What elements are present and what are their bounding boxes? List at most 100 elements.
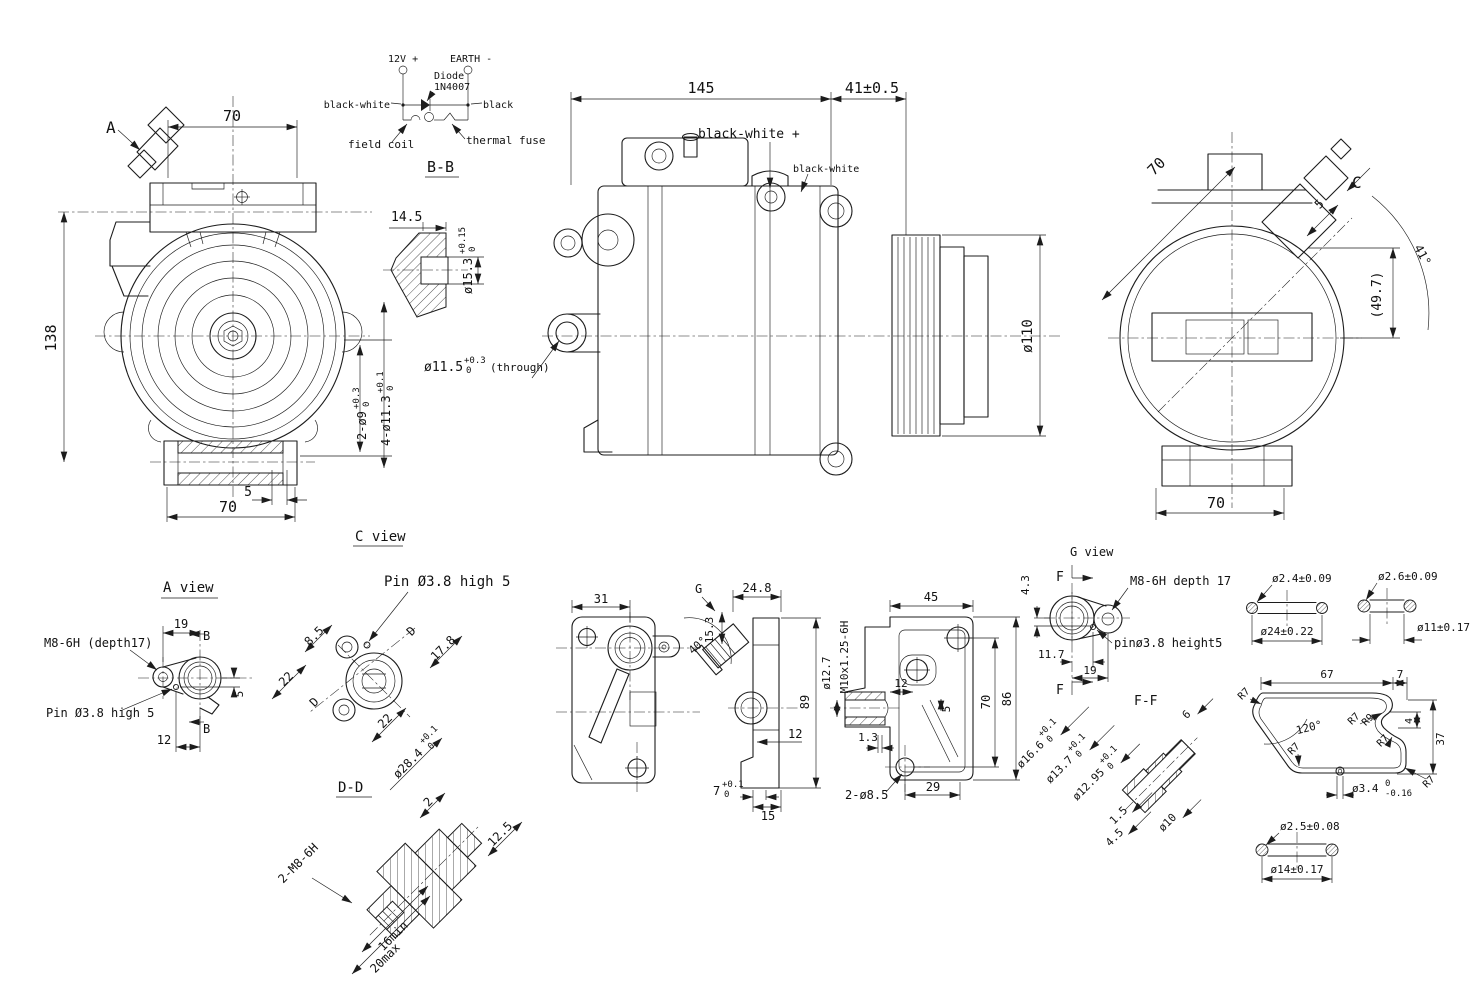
dim-gside-7-tol-lower: 0 — [724, 790, 729, 800]
dim-gside-15: 15 — [761, 809, 775, 823]
dim-front-holes-4: 4-ø11.3 — [379, 395, 393, 446]
mounting-plate-view: 45 ø12.7 M10x1.25-6H 12 5 1.3 70 86 29 2… — [820, 575, 1090, 802]
dim-gside-248: 24.8 — [743, 581, 772, 595]
side-view: 145 41±0.5 black-white + black-white ø11… — [424, 79, 1060, 476]
dim-gasket-4: 4 — [1404, 718, 1415, 724]
oring2-cross-section-label: ø2.6±0.09 — [1378, 570, 1438, 583]
dim-gview-117: 11.7 — [1038, 648, 1065, 661]
dim-gview-19: 19 — [1083, 664, 1096, 677]
dim-gside-7-tol-upper: +0.1 — [722, 780, 744, 790]
dim-rear-width-bottom: 70 — [1207, 494, 1225, 512]
terminal-black-white-plus-label: black-white + — [698, 127, 800, 142]
dim-front-holes-2: 2-ø9 — [355, 411, 369, 440]
section-ff-title: F-F — [1134, 694, 1158, 709]
g-view-detail: G view F F M8-6H depth 17 pinø3.8 height… — [1038, 545, 1231, 698]
dim-ff-166-tol-lower: 0 — [1045, 734, 1056, 745]
backplate-view: 31 — [556, 592, 700, 794]
aview-pin-label: Pin Ø3.8 high 5 — [46, 706, 154, 720]
view-arrow-c-label: C — [1352, 173, 1362, 192]
c-view-label: C view — [355, 529, 406, 545]
terminal-12v-label: 12V + — [388, 54, 418, 65]
dim-side-length: 145 — [687, 79, 714, 97]
dim-front-height: 138 — [42, 324, 60, 351]
circuit-diagram: 12V + EARTH - Diode 1N4007 black-white b… — [324, 54, 545, 178]
dim-pulley-diameter: ø110 — [1020, 319, 1036, 353]
dim-backplate-31: 31 — [594, 592, 608, 606]
dim-gside-89: 89 — [798, 695, 812, 709]
o-ring-11-detail: ø2.6±0.09 ø11±0.17 — [1352, 570, 1470, 644]
oring3-cross-section-label: ø2.5±0.08 — [1280, 820, 1340, 833]
pin-detail-title: Pin Ø3.8 high 5 — [384, 574, 510, 590]
dim-through-hole-tol-upper: +0.3 — [464, 356, 486, 366]
diode-label-2: 1N4007 — [434, 82, 470, 93]
dim-plate-5: 5 — [940, 706, 953, 713]
gview-m8-label: M8-6H depth 17 — [1130, 574, 1231, 588]
plate-holes-label: 2-ø8.5 — [845, 788, 888, 802]
dim-gside-7: 7 — [713, 784, 720, 798]
dim-side-pulley-offset: 41±0.5 — [845, 79, 899, 97]
g-view-title: G view — [1070, 545, 1114, 559]
section-f-mark-bottom: F — [1056, 683, 1064, 698]
oring1-diameter-label: ø24±0.22 — [1261, 625, 1314, 638]
dim-aview-19: 19 — [174, 617, 188, 631]
dim-front-holes-2-tol-lower: 0 — [362, 402, 372, 407]
front-view: A 70 138 2-ø9 +0.3 0 4-ø11.3 +0.1 0 5 70… — [42, 96, 406, 547]
dim-gasket-angle-120: 120° — [1295, 718, 1324, 737]
dim-bb-bore: ø15.3 — [461, 258, 475, 294]
field-coil-label: field coil — [348, 138, 414, 151]
oring2-diameter-label: ø11±0.17 — [1417, 621, 1470, 634]
section-f-mark-top: F — [1056, 570, 1064, 585]
gasket-detail: 67 7 R7 120° R7 R7 R9 R7 4 37 R7 ø3.4 0 … — [1236, 668, 1447, 799]
dim-bb-bore-tol-upper: +0.15 — [458, 227, 468, 254]
section-bb-title: B-B — [427, 158, 454, 176]
dim-gside-153: 15.3 — [703, 617, 716, 644]
section-b-b: 14.5 ø15.3 +0.15 0 — [383, 210, 484, 318]
view-arrow-a-label: A — [106, 118, 116, 137]
dim-aview-12: 12 — [157, 733, 171, 747]
dim-gside-12: 12 — [788, 727, 802, 741]
dim-plate-86: 86 — [1000, 692, 1014, 706]
thermal-fuse-label: thermal fuse — [466, 134, 545, 147]
dim-front-width-bottom: 70 — [219, 498, 237, 516]
dim-plate-29: 29 — [926, 780, 940, 794]
section-b-mark-bottom: B — [203, 722, 210, 736]
dim-plate-13: 1.3 — [858, 731, 878, 744]
dim-front-offset-5: 5 — [244, 485, 252, 500]
dim-gasket-37: 37 — [1434, 732, 1447, 745]
dim-front-holes-4-tol-lower: 0 — [386, 386, 396, 391]
section-b-mark-top: B — [203, 629, 210, 643]
dim-plate-thread: M10x1.25-6H — [838, 621, 851, 694]
dim-front-holes-4-tol-upper: +0.1 — [376, 371, 386, 393]
section-dd-title: D-D — [338, 780, 363, 796]
dim-plate-12: 12 — [894, 677, 907, 690]
wire-black-label: black — [483, 100, 513, 111]
dim-front-holes-2-tol-upper: +0.3 — [352, 387, 362, 409]
gview-pin-label: pinø3.8 height5 — [1114, 636, 1222, 650]
terminal-earth-label: EARTH - — [450, 54, 492, 65]
aview-m8-label: M8-6H (depth17) — [44, 636, 152, 650]
dim-through-hole-suffix: (through) — [490, 361, 550, 374]
a-view-title: A view — [163, 580, 214, 596]
diode-label-1: Diode — [434, 71, 464, 82]
dim-gasket-hole-tol-upper: 0 — [1385, 779, 1390, 789]
dim-ff-137-tol-lower: 0 — [1074, 749, 1085, 760]
dim-gasket-hole: ø3.4 — [1352, 782, 1379, 795]
oring1-cross-section-label: ø2.4±0.09 — [1272, 572, 1332, 585]
dim-plate-70: 70 — [979, 695, 993, 709]
dim-through-hole: ø11.5 — [424, 360, 463, 375]
dim-gasket-hole-tol-lower: -0.16 — [1385, 789, 1412, 799]
section-d-d: D-D 2-M8-6H 2 12.5 16min 20max — [275, 780, 523, 976]
dim-rear-height-497: (49.7) — [1370, 272, 1385, 319]
dim-gasket-7: 7 — [1397, 668, 1404, 681]
dim-aview-5: 5 — [233, 691, 246, 698]
dim-bb-width: 14.5 — [391, 210, 422, 225]
terminal-black-white-label: black-white — [793, 164, 859, 175]
o-ring-14-detail: ø2.5±0.08 ø14±0.17 — [1255, 820, 1340, 883]
dim-gview-43: 4.3 — [1019, 575, 1032, 595]
dim-ff-1295-tol-lower: 0 — [1106, 761, 1117, 772]
o-ring-24-detail: ø2.4±0.09 ø24±0.22 — [1246, 572, 1332, 645]
dim-plate-bore: ø12.7 — [820, 656, 833, 689]
dim-dview-bolt-tol-lower: 0 — [426, 741, 437, 752]
